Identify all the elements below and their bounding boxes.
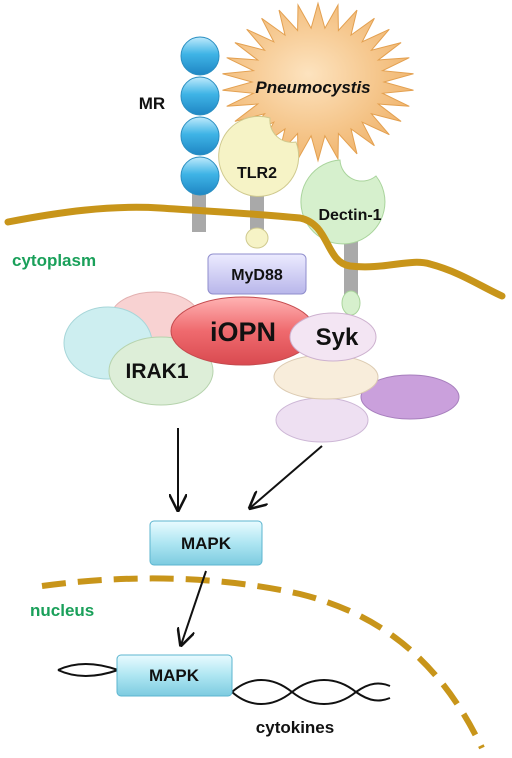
mr-bead xyxy=(180,156,220,196)
dna-right-2 xyxy=(231,679,391,705)
plasma-membrane xyxy=(4,203,506,300)
dna-left xyxy=(57,663,119,671)
pathogen-label: Pneumocystis xyxy=(255,78,370,97)
mapk-label-top: MAPK xyxy=(181,534,232,553)
dectin1-label: Dectin-1 xyxy=(318,207,381,224)
mr-bead xyxy=(180,116,220,156)
cytoplasm-label: cytoplasm xyxy=(12,251,96,270)
mr-bead xyxy=(180,36,220,76)
dectin-itam xyxy=(341,290,361,316)
irak1-oval xyxy=(108,336,214,406)
syk-oval xyxy=(289,312,377,362)
myd88-box xyxy=(207,253,307,295)
dectin-head xyxy=(300,159,386,245)
partner-cream xyxy=(273,354,379,400)
mapk-box-nucleus xyxy=(116,654,233,697)
irak1-label: IRAK1 xyxy=(125,360,188,383)
myd88-label: MyD88 xyxy=(231,267,283,284)
syk-label: Syk xyxy=(316,324,359,351)
signaling-complex xyxy=(63,253,460,443)
tlr2-receptor xyxy=(218,115,300,249)
mapk-box-cytoplasm xyxy=(149,520,263,566)
mapk-label-bottom: MAPK xyxy=(149,666,200,685)
arrow-mapk-translocation xyxy=(181,570,207,645)
nucleus-label: nucleus xyxy=(30,601,94,620)
tlr2-tir xyxy=(245,227,269,249)
partner-lilac xyxy=(275,397,369,443)
dna-right xyxy=(231,679,391,705)
arrow-syk-to-mapk xyxy=(250,445,323,508)
tlr2-head xyxy=(218,115,300,197)
iopn-label: iOPN xyxy=(210,317,276,347)
dna-strand xyxy=(57,663,391,705)
mr-label: MR xyxy=(139,94,165,113)
dectin1-receptor xyxy=(300,159,386,316)
mr-bead xyxy=(180,76,220,116)
mr-receptor xyxy=(180,36,220,232)
tlr2-label: TLR2 xyxy=(237,165,277,182)
dna-left-2 xyxy=(57,669,119,677)
nuclear-envelope xyxy=(41,575,485,750)
cytokines-label: cytokines xyxy=(256,718,334,737)
partner-purple xyxy=(360,374,460,420)
